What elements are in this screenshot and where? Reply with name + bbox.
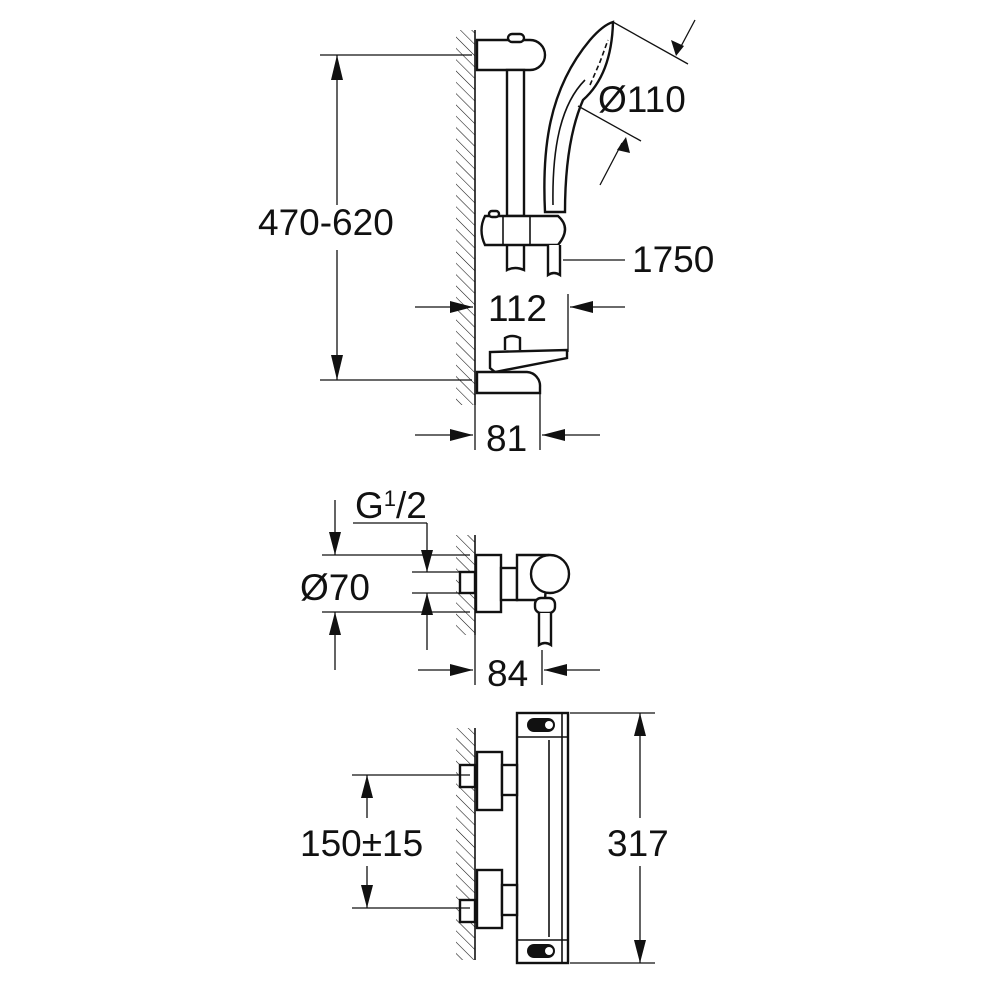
lower-bracket bbox=[475, 370, 542, 395]
thermostat-body-side bbox=[474, 553, 503, 614]
bracket-knob bbox=[506, 32, 526, 44]
rail-height-label: 470-620 bbox=[258, 202, 394, 243]
front-view: 150±15 317 bbox=[300, 711, 669, 965]
inlet-fitting bbox=[458, 898, 477, 924]
side-view: G1/2 Ø70 84 bbox=[300, 485, 600, 694]
top-bracket bbox=[475, 38, 547, 72]
soap-dish-depth-label: 112 bbox=[488, 288, 547, 329]
soap-dish bbox=[488, 348, 569, 374]
rail-bar-lower bbox=[505, 245, 526, 272]
hose-nut bbox=[533, 596, 557, 615]
wall-hatch bbox=[456, 728, 475, 960]
thread-label: G1/2 bbox=[355, 485, 427, 526]
hose bbox=[546, 245, 562, 278]
body-diameter-label: Ø70 bbox=[300, 567, 370, 608]
inlet-fitting bbox=[458, 570, 477, 595]
rail-projection-label: 81 bbox=[486, 418, 527, 459]
wall-hatch bbox=[456, 30, 475, 405]
projection-label: 84 bbox=[487, 653, 528, 694]
rail-set-view: Ø110 1750 470-620 112 81 bbox=[258, 19, 714, 459]
hose-length-label: 1750 bbox=[632, 239, 714, 280]
thermostat-body bbox=[515, 711, 570, 965]
inlet-spacing-label: 150±15 bbox=[300, 823, 423, 864]
hand-shower-diameter-label: Ø110 bbox=[598, 79, 686, 120]
slider bbox=[480, 214, 567, 247]
length-label: 317 bbox=[607, 823, 669, 864]
rail-bar bbox=[505, 68, 526, 218]
inlet-fitting bbox=[458, 763, 477, 789]
